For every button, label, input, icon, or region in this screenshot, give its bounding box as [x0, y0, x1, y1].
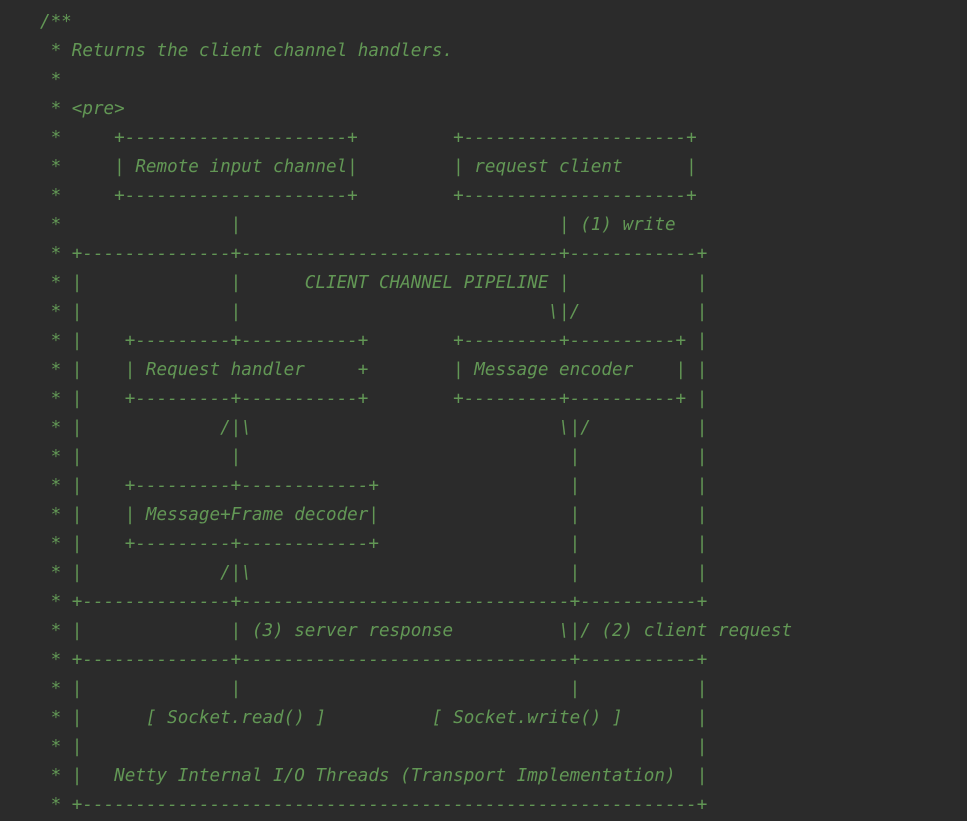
code-line-7: * +---------------------+ +-------------… — [40, 186, 697, 206]
code-line-28: * +-------------------------------------… — [40, 795, 708, 815]
code-line-10: * | | CLIENT CHANNEL PIPELINE | | — [40, 273, 708, 293]
code-line-24: * | | | | — [40, 679, 708, 699]
code-line-3: * — [40, 70, 62, 90]
code-line-15: * | /|\ \|/ | — [40, 418, 708, 438]
code-line-22: * | | (3) server response \|/ (2) client… — [40, 621, 793, 641]
code-line-9: * +--------------+----------------------… — [40, 244, 708, 264]
code-line-25: * | [ Socket.read() ] [ Socket.write() ]… — [40, 708, 708, 728]
code-line-26: * | | — [40, 737, 708, 757]
code-line-21: * +--------------+----------------------… — [40, 592, 708, 612]
code-line-18: * | | Message+Frame decoder| | | — [40, 505, 708, 525]
code-line-16: * | | | | — [40, 447, 708, 467]
code-line-4: * <pre> — [40, 99, 125, 119]
code-line-14: * | +---------+-----------+ +---------+-… — [40, 389, 708, 409]
code-line-23: * +--------------+----------------------… — [40, 650, 708, 670]
code-line-2: * Returns the client channel handlers. — [40, 41, 454, 61]
code-line-6: * | Remote input channel| | request clie… — [40, 157, 697, 177]
code-line-8: * | | (1) write — [40, 215, 676, 235]
code-line-1: /** — [40, 12, 72, 32]
code-line-20: * | /|\ | | — [40, 563, 708, 583]
code-line-17: * | +---------+------------+ | | — [40, 476, 708, 496]
code-line-13: * | | Request handler + | Message encode… — [40, 360, 708, 380]
code-line-12: * | +---------+-----------+ +---------+-… — [40, 331, 708, 351]
code-line-5: * +---------------------+ +-------------… — [40, 128, 697, 148]
code-line-27: * | Netty Internal I/O Threads (Transpor… — [40, 766, 708, 786]
code-line-11: * | | \|/ | — [40, 302, 708, 322]
code-line-19: * | +---------+------------+ | | — [40, 534, 708, 554]
